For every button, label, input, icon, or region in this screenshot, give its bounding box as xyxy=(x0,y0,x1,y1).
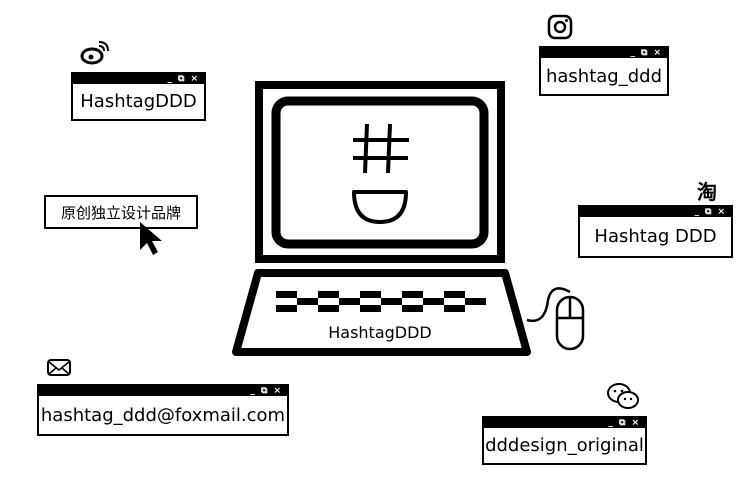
minimize-button[interactable]: _ xyxy=(250,386,256,396)
keyboard-key xyxy=(318,305,339,312)
restore-button[interactable]: ⧉ xyxy=(641,48,648,58)
minimize-button[interactable]: _ xyxy=(694,207,700,217)
restore-button[interactable]: ⧉ xyxy=(178,74,185,84)
keyboard xyxy=(232,269,531,356)
close-button[interactable]: × xyxy=(631,418,639,428)
wechat-icon xyxy=(607,383,639,409)
title-bar[interactable]: _ ⧉ × xyxy=(39,386,287,396)
tagline-button[interactable]: 原创独立设计品牌 xyxy=(44,195,198,229)
wechat-id: dddesign_original xyxy=(485,435,644,456)
hashtag-logo-icon xyxy=(352,123,409,224)
instagram-handle: hashtag_ddd xyxy=(545,65,662,87)
close-button[interactable]: × xyxy=(273,386,281,396)
title-bar[interactable]: _ ⧉ × xyxy=(73,74,204,84)
close-button[interactable]: × xyxy=(653,48,661,58)
email-address: hashtag_ddd@foxmail.com xyxy=(40,404,286,426)
restore-button[interactable]: ⧉ xyxy=(705,207,712,217)
keyboard-key xyxy=(297,298,318,305)
keyboard-key xyxy=(360,305,381,312)
keyboard-key xyxy=(465,298,486,305)
title-bar[interactable]: _ ⧉ × xyxy=(541,48,667,58)
weibo-handle: HashtagDDD xyxy=(80,91,197,112)
monitor xyxy=(255,81,505,263)
keyboard-key xyxy=(402,291,423,298)
keyboard-label: HashtagDDD xyxy=(328,323,432,342)
taobao-window[interactable]: _ ⧉ × Hashtag DDD xyxy=(578,205,733,258)
keyboard-key xyxy=(339,298,360,305)
mail-icon xyxy=(47,359,71,376)
email-window[interactable]: _ ⧉ × hashtag_ddd@foxmail.com xyxy=(37,384,289,436)
weibo-window[interactable]: _ ⧉ × HashtagDDD xyxy=(71,72,206,121)
instagram-icon xyxy=(547,14,573,40)
minimize-button[interactable]: _ xyxy=(167,74,173,84)
taobao-icon: 淘 xyxy=(697,180,717,204)
restore-button[interactable]: ⧉ xyxy=(619,418,626,428)
taobao-handle: Hashtag DDD xyxy=(594,226,717,247)
cursor-arrow-icon xyxy=(140,222,162,255)
restore-button[interactable]: ⧉ xyxy=(261,386,268,396)
instagram-window[interactable]: _ ⧉ × hashtag_ddd xyxy=(539,46,669,96)
close-button[interactable]: × xyxy=(190,74,198,84)
mouse-icon xyxy=(526,287,585,351)
close-button[interactable]: × xyxy=(717,207,725,217)
keyboard-key xyxy=(276,305,297,312)
keyboard-key xyxy=(444,305,465,312)
title-bar[interactable]: _ ⧉ × xyxy=(580,207,731,217)
keyboard-key xyxy=(360,291,381,298)
keyboard-key xyxy=(381,298,402,305)
wechat-window[interactable]: _ ⧉ × dddesign_original xyxy=(482,416,647,465)
keyboard-key xyxy=(276,291,297,298)
keyboard-key xyxy=(402,305,423,312)
title-bar[interactable]: _ ⧉ × xyxy=(484,418,645,428)
keyboard-key xyxy=(423,298,444,305)
keyboard-key xyxy=(318,291,339,298)
minimize-button[interactable]: _ xyxy=(608,418,614,428)
keyboard-key xyxy=(444,291,465,298)
minimize-button[interactable]: _ xyxy=(630,48,636,58)
weibo-icon xyxy=(80,41,109,65)
